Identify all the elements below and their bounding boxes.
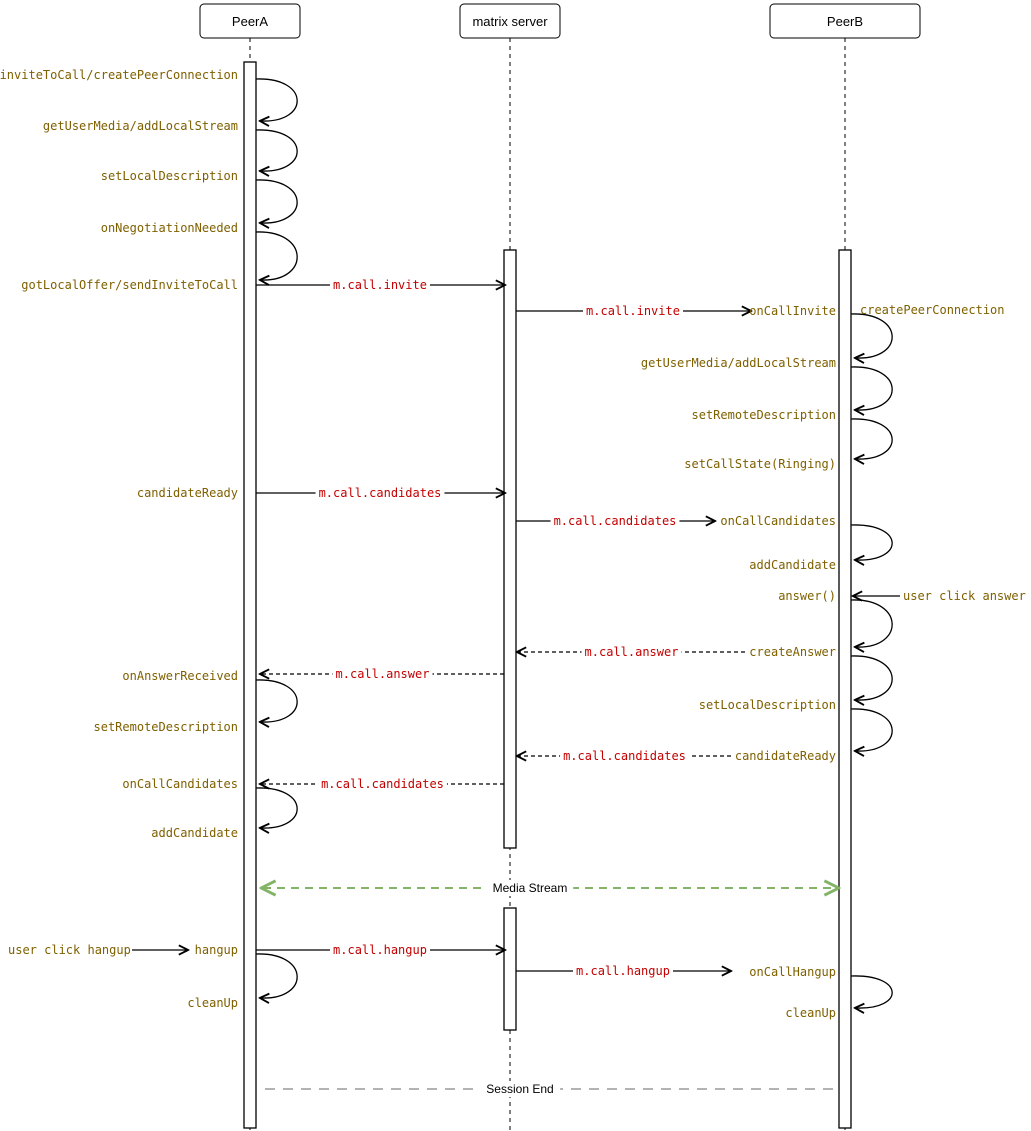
function-label: getUserMedia/addLocalStream <box>641 356 836 370</box>
message-label: m.call.candidates <box>321 777 444 791</box>
message-label-bg <box>330 942 430 957</box>
self-call-arrow <box>850 975 893 1008</box>
self-call-arrow <box>850 599 893 647</box>
self-call-arrow <box>850 655 893 700</box>
participant-box-peer-b <box>769 3 921 39</box>
function-label: gotLocalOffer/sendInviteToCall <box>21 278 238 292</box>
function-label: setRemoteDescription <box>692 408 837 422</box>
message-label-bg <box>330 277 430 292</box>
function-label: onCallHangup <box>749 965 836 979</box>
function-label: setCallState(Ringing) <box>684 457 836 471</box>
function-label: inviteToCall/createPeerConnection <box>0 68 238 82</box>
message-label-bg <box>583 303 683 318</box>
self-call-arrow <box>850 418 893 459</box>
session-end-label: Session End <box>486 1082 553 1096</box>
function-label: setLocalDescription <box>101 169 238 183</box>
self-call-arrow <box>255 953 298 998</box>
function-label: candidateReady <box>137 486 238 500</box>
stream-label-bg <box>486 880 574 896</box>
function-label: createPeerConnection <box>860 303 1005 317</box>
self-call-arrow <box>255 129 298 171</box>
participant-title-peer-a: PeerA <box>232 14 268 29</box>
function-label: cleanUp <box>785 1006 836 1020</box>
media-stream-label: Media Stream <box>493 881 568 895</box>
self-call-arrow <box>850 708 893 751</box>
self-call-arrow <box>850 524 893 560</box>
message-label: m.call.hangup <box>333 943 427 957</box>
function-label: setRemoteDescription <box>94 720 239 734</box>
participant-box-peer-a <box>199 3 301 39</box>
message-label: m.call.candidates <box>563 749 686 763</box>
participant-title-peer-b: PeerB <box>827 14 863 29</box>
message-label: m.call.hangup <box>576 964 670 978</box>
activation-bar-peer-b <box>838 249 852 1129</box>
function-label: onNegotiationNeeded <box>101 221 238 235</box>
function-label: cleanUp <box>187 996 238 1010</box>
function-label: onAnswerReceived <box>122 669 238 683</box>
function-label: hangup <box>195 943 238 957</box>
stream-label-bg <box>479 1081 561 1097</box>
activation-bar-matrix-server <box>503 249 517 849</box>
activation-bar-peer-a <box>243 61 257 1129</box>
message-label: m.call.candidates <box>319 486 442 500</box>
self-call-arrow <box>255 179 298 223</box>
function-label: user click hangup <box>8 943 131 957</box>
function-label: answer() <box>778 589 836 603</box>
function-label: candidateReady <box>735 749 836 763</box>
self-call-arrow <box>255 787 298 828</box>
message-label-bg <box>573 963 673 978</box>
self-call-arrow <box>850 366 893 410</box>
message-label-bg <box>332 666 433 681</box>
message-label-bg <box>560 748 689 763</box>
participant-title-matrix-server: matrix server <box>472 14 548 29</box>
function-label: onCallInvite <box>749 304 836 318</box>
function-label: onCallCandidates <box>122 777 238 791</box>
activation-bar-matrix-server <box>503 907 517 1031</box>
participant-box-matrix-server <box>459 3 561 39</box>
message-label: m.call.candidates <box>554 514 677 528</box>
function-label: onCallCandidates <box>720 514 836 528</box>
message-label-bg <box>315 485 445 500</box>
message-label: m.call.invite <box>333 278 427 292</box>
function-label: getUserMedia/addLocalStream <box>43 119 238 133</box>
message-label-bg <box>318 776 447 791</box>
function-label: addCandidate <box>749 558 836 572</box>
message-label-bg <box>581 644 682 659</box>
message-label-bg <box>550 513 680 528</box>
function-label: setLocalDescription <box>699 698 836 712</box>
message-label: m.call.answer <box>336 667 430 681</box>
self-call-arrow <box>850 313 893 358</box>
function-label: createAnswer <box>749 645 836 659</box>
self-call-arrow <box>255 231 298 280</box>
self-call-arrow <box>255 679 298 722</box>
function-label: user click answer <box>903 589 1026 603</box>
self-call-arrow <box>255 78 298 121</box>
message-label: m.call.answer <box>585 645 679 659</box>
message-label: m.call.invite <box>586 304 680 318</box>
function-label: addCandidate <box>151 826 238 840</box>
